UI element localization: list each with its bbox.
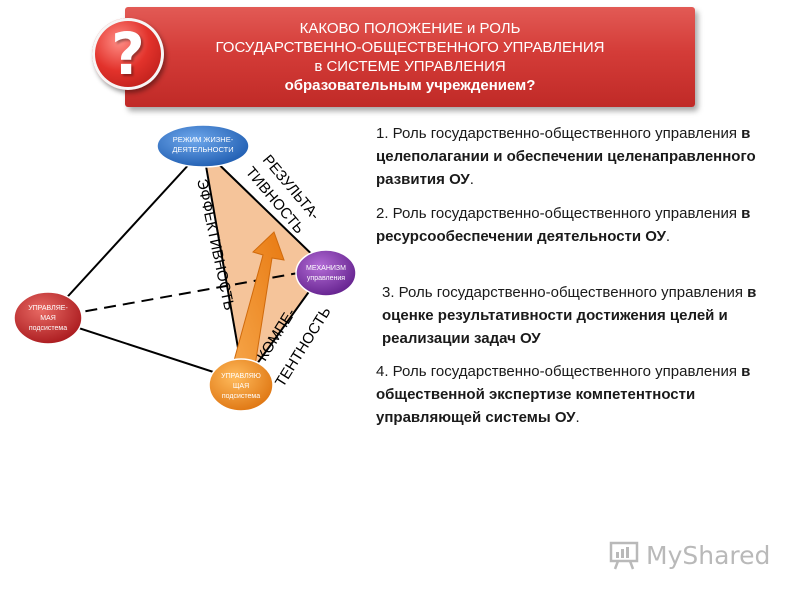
watermark[interactable]: MyShared [608,538,770,572]
node-top-line-1: РЕЖИМ ЖИЗНЕ- [173,135,234,144]
title-line-4: образовательным учреждением? [284,77,536,94]
item-2-suffix: . [665,228,671,245]
item-4-suffix: . [575,409,580,426]
item-3-bold: в оценке результативности достижения цел… [382,284,757,347]
edge-left-bottom [47,317,245,383]
node-bottom-line-3: подсистема [222,393,260,400]
edge-top-left [47,148,204,319]
edge-left-right-dashed [47,267,327,319]
list-item: 2. Роль государственно-общественного упр… [376,202,776,248]
item-4-prefix: 4. Роль государственно-общественного упр… [376,363,742,380]
edge-top-bottom [202,148,245,383]
presentation-board-icon [609,541,639,570]
title-line-1: КАКОВО ПОЛОЖЕНИЕ и РОЛЬ [299,20,521,37]
item-2-prefix: 2. Роль государственно-общественного упр… [376,205,742,222]
node-right-line-1: МЕХАНИЗМ [306,265,346,272]
node-right-line-2: управления [307,275,345,282]
node-top-line-2: ДЕЯТЕЛЬНОСТИ [172,145,233,154]
edge-top-right [202,148,327,269]
item-3-prefix: 3. Роль государственно-общественного упр… [382,284,748,301]
node-bottom-line-2: ЩАЯ [233,383,249,390]
title-line-3: в СИСТЕМЕ УПРАВЛЕНИЯ [314,58,506,75]
item-1-bold: в целеполагании и обеспечении целенаправ… [376,125,756,188]
question-mark-icon: ? [92,18,164,90]
question-mark-glyph: ? [111,20,145,88]
item-4-bold: в общественной экспертизе компетентности… [376,363,751,426]
title-line-2: ГОСУДАРСТВЕННО-ОБЩЕСТВЕННОГО УПРАВЛЕНИЯ [215,39,605,56]
item-2-bold: в ресурсообеспечении деятельности ОУ [376,205,751,245]
node-life-regime: РЕЖИМ ЖИЗНЕ- ДЕЯТЕЛЬНОСТИ [156,124,250,168]
node-managed-subsystem: УПРАВЛЯЕ- МАЯ подсистема [13,291,83,345]
list-item: 4. Роль государственно-общественного упр… [376,360,776,429]
node-mechanism: МЕХАНИЗМ управления [295,249,357,297]
node-left-line-3: подсистема [29,325,67,332]
node-left-line-2: МАЯ [40,315,56,322]
node-bottom-line-1: УПРАВЛЯЮ [221,373,261,380]
item-1-prefix: 1. Роль государственно-общественного упр… [376,125,742,142]
title-banner: КАКОВО ПОЛОЖЕНИЕ и РОЛЬ ГОСУДАРСТВЕННО-О… [125,7,695,107]
list-item: 1. Роль государственно-общественного упр… [376,122,776,191]
item-1-suffix: . [469,171,474,188]
growth-arrow-icon [231,231,285,373]
node-managing-subsystem: УПРАВЛЯЮ ЩАЯ подсистема [208,358,274,412]
list-item: 3. Роль государственно-общественного упр… [382,281,776,350]
node-left-line-1: УПРАВЛЯЕ- [28,305,68,312]
watermark-text: MyShared [646,540,771,570]
